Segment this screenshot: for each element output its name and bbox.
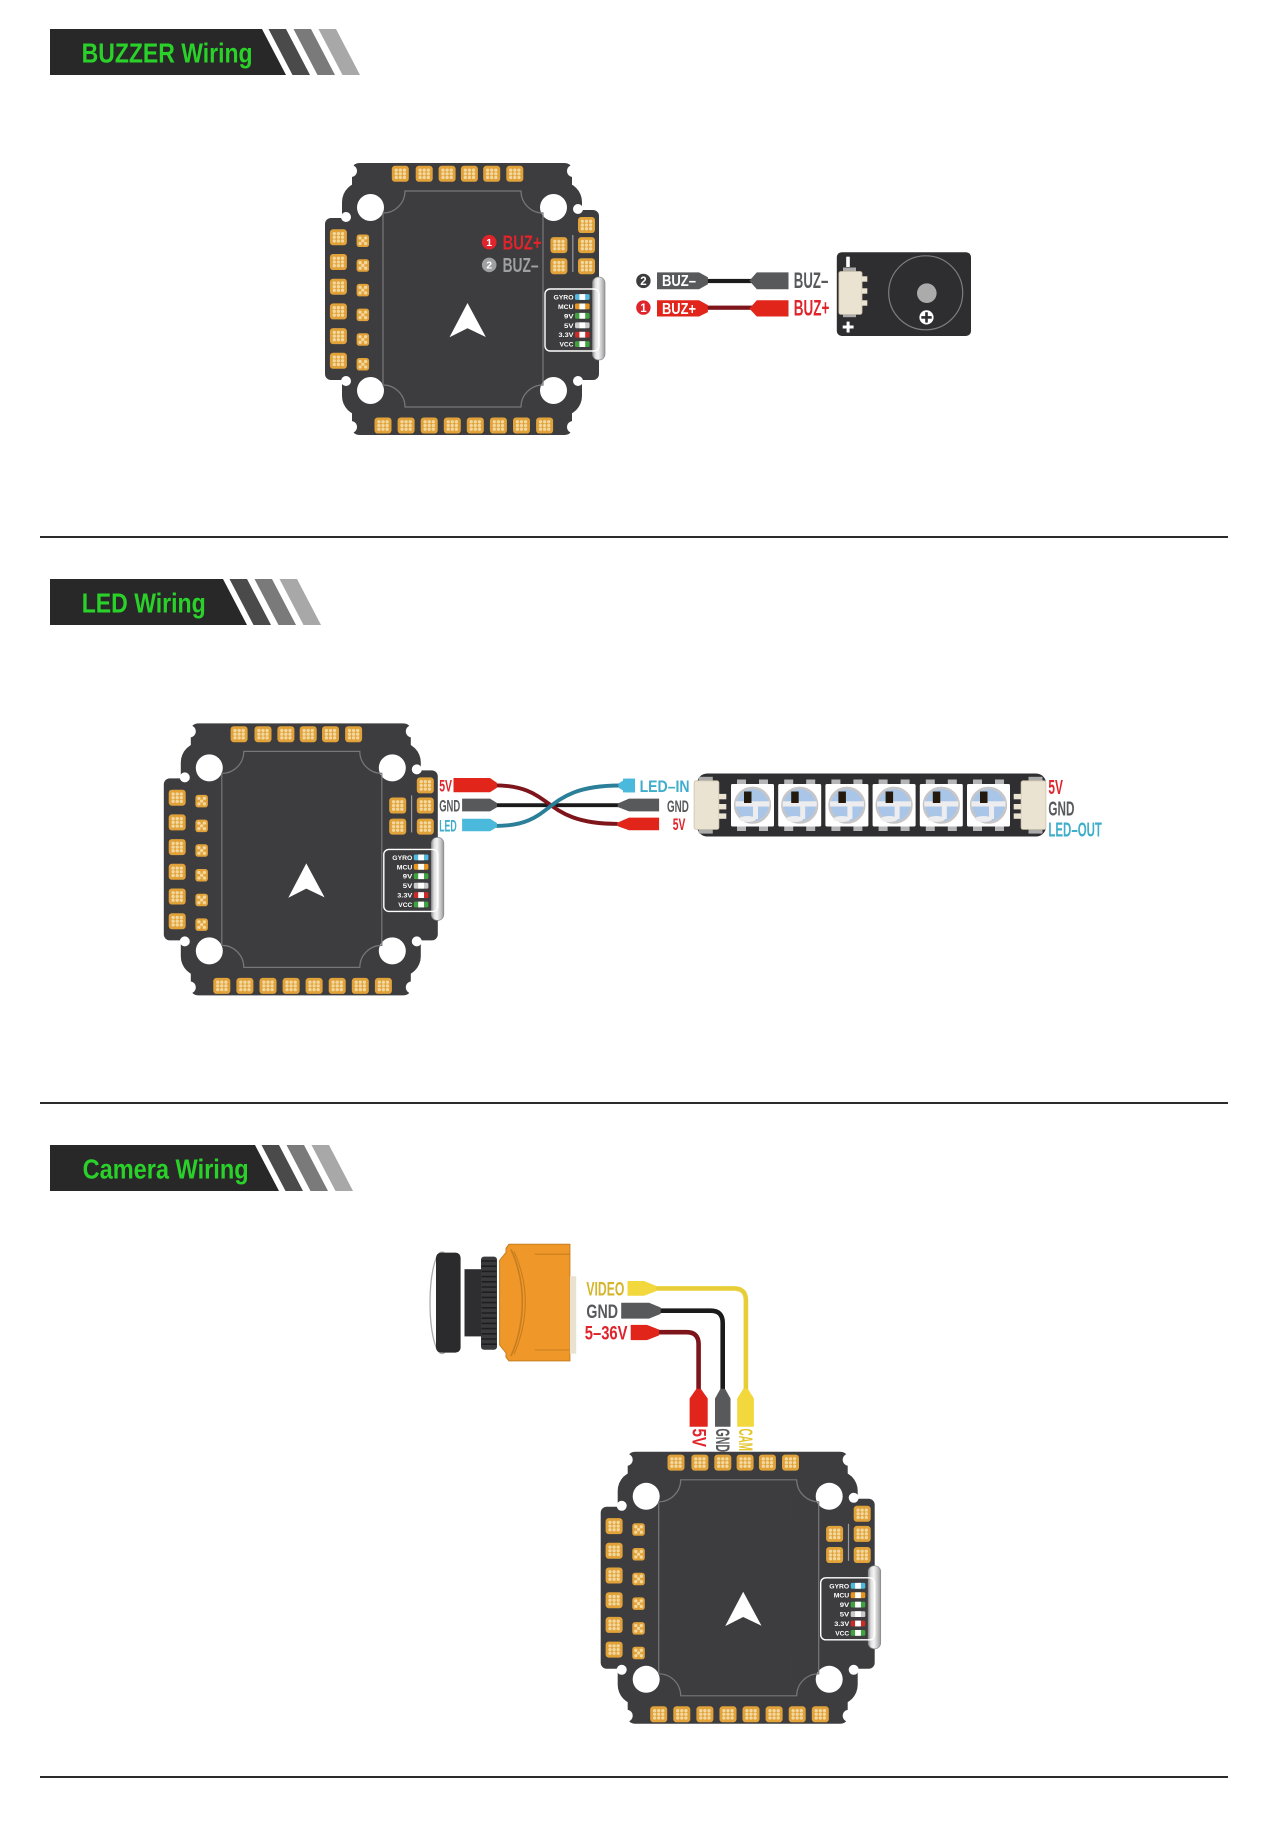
svg-text:1: 1 — [486, 237, 492, 249]
svg-text:BUZ–: BUZ– — [662, 273, 696, 290]
svg-text:VIDEO: VIDEO — [586, 1280, 624, 1301]
svg-text:BUZ+: BUZ+ — [794, 296, 830, 321]
svg-text:GND: GND — [667, 798, 689, 816]
svg-text:BUZ+: BUZ+ — [662, 301, 696, 318]
svg-text:GND: GND — [711, 1429, 732, 1453]
svg-text:GND: GND — [439, 797, 460, 816]
svg-text:2: 2 — [486, 260, 492, 272]
svg-text:5V: 5V — [1048, 777, 1063, 799]
svg-text:1: 1 — [640, 303, 647, 315]
svg-text:5V: 5V — [687, 1429, 708, 1448]
svg-text:5V: 5V — [439, 776, 452, 795]
svg-text:LED Wiring: LED Wiring — [82, 588, 206, 619]
svg-text:LED–IN: LED–IN — [640, 778, 690, 796]
svg-text:2: 2 — [640, 276, 646, 288]
svg-text:BUZZER Wiring: BUZZER Wiring — [82, 38, 253, 69]
svg-text:GND: GND — [1048, 798, 1074, 820]
svg-text:Camera Wiring: Camera Wiring — [83, 1154, 249, 1185]
svg-text:LED: LED — [439, 816, 457, 835]
svg-text:CAM: CAM — [734, 1429, 755, 1452]
svg-text:GND: GND — [586, 1302, 618, 1323]
svg-text:5V: 5V — [673, 816, 686, 834]
svg-text:BUZ–: BUZ– — [503, 255, 539, 277]
svg-text:BUZ+: BUZ+ — [503, 232, 542, 254]
svg-text:5–36V: 5–36V — [585, 1324, 628, 1345]
svg-text:LED–OUT: LED–OUT — [1048, 820, 1102, 842]
svg-text:BUZ–: BUZ– — [794, 268, 829, 293]
